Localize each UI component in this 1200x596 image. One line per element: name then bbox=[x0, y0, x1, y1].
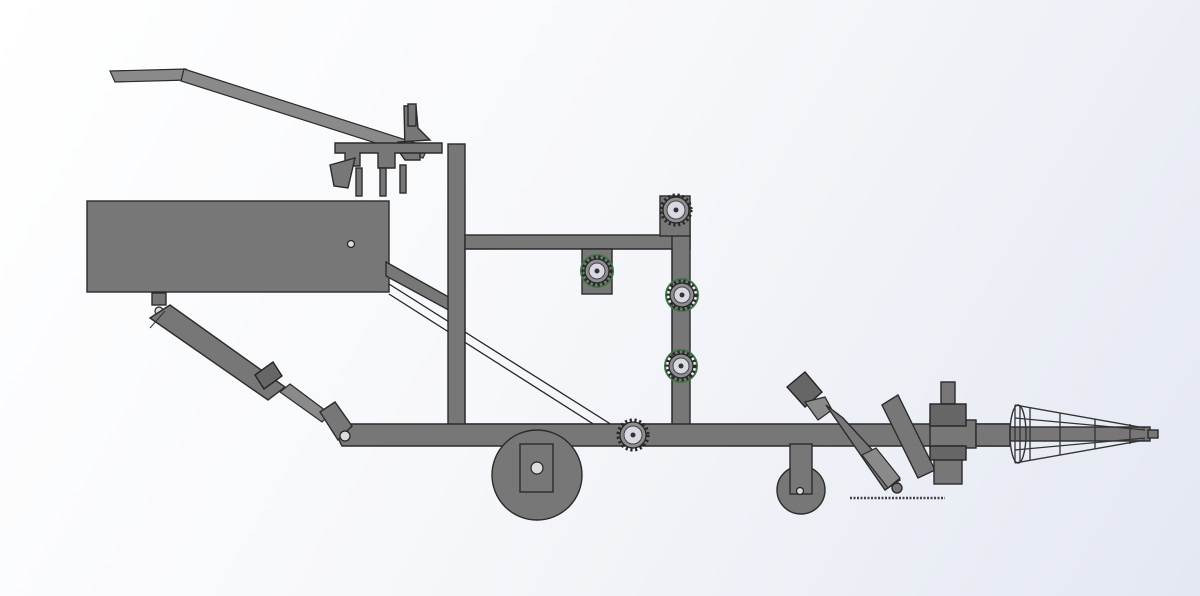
angled-nozzle bbox=[785, 371, 945, 500]
handle bbox=[109, 68, 432, 161]
handle-bracket bbox=[329, 142, 443, 197]
sprocket-mid bbox=[665, 278, 699, 312]
sprocket-top bbox=[659, 193, 693, 227]
diagonal-braces bbox=[385, 260, 621, 442]
sprocket-bracket bbox=[580, 254, 614, 288]
rear-wheel bbox=[491, 429, 583, 521]
sprocket-lower bbox=[664, 349, 698, 383]
sprocket-drive bbox=[616, 418, 650, 452]
front-wheel bbox=[776, 443, 826, 515]
main-frame bbox=[447, 143, 691, 445]
cone-tool bbox=[1009, 404, 1159, 464]
spindle-assembly bbox=[881, 381, 967, 485]
hydraulic-cylinder bbox=[148, 292, 353, 442]
hopper-box bbox=[86, 200, 390, 293]
